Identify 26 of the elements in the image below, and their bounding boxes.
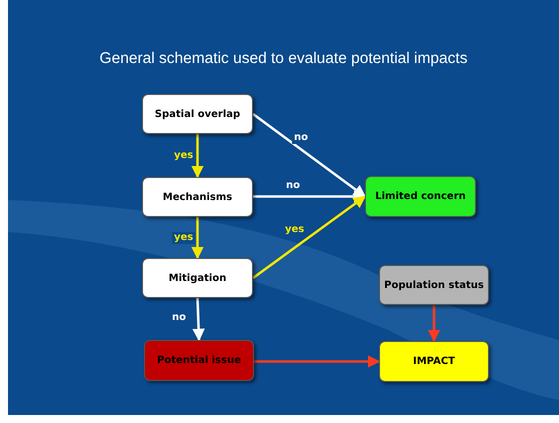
arrow <box>252 113 366 198</box>
arrow <box>192 298 205 342</box>
arrow <box>254 355 380 368</box>
edge-label: no <box>292 132 310 144</box>
process-box <box>379 265 489 305</box>
edge-label: yes <box>283 224 306 236</box>
process-box <box>365 176 476 217</box>
arrow <box>252 195 366 280</box>
box-label: Population status <box>384 280 484 290</box>
process-box <box>144 340 254 381</box>
slide-title: General schematic used to evaluate potential impacts <box>98 50 468 68</box>
edge-label: yes <box>172 150 196 162</box>
process-box <box>379 341 489 382</box>
arrow <box>191 134 204 178</box>
arrow <box>191 217 204 260</box>
box-label: Limited concern <box>375 191 466 202</box>
process-box <box>142 258 253 298</box>
box-label: IMPACT <box>413 356 455 367</box>
process-box <box>142 177 253 217</box>
arrow <box>428 305 440 342</box>
box-label: Mitigation <box>168 272 226 284</box>
box-label: Mechanisms <box>162 192 232 202</box>
edge-label: yes <box>172 232 196 244</box>
box-label: Spatial overlap <box>154 108 240 120</box>
box-label: Potential issue <box>157 355 241 366</box>
process-box <box>142 94 253 134</box>
